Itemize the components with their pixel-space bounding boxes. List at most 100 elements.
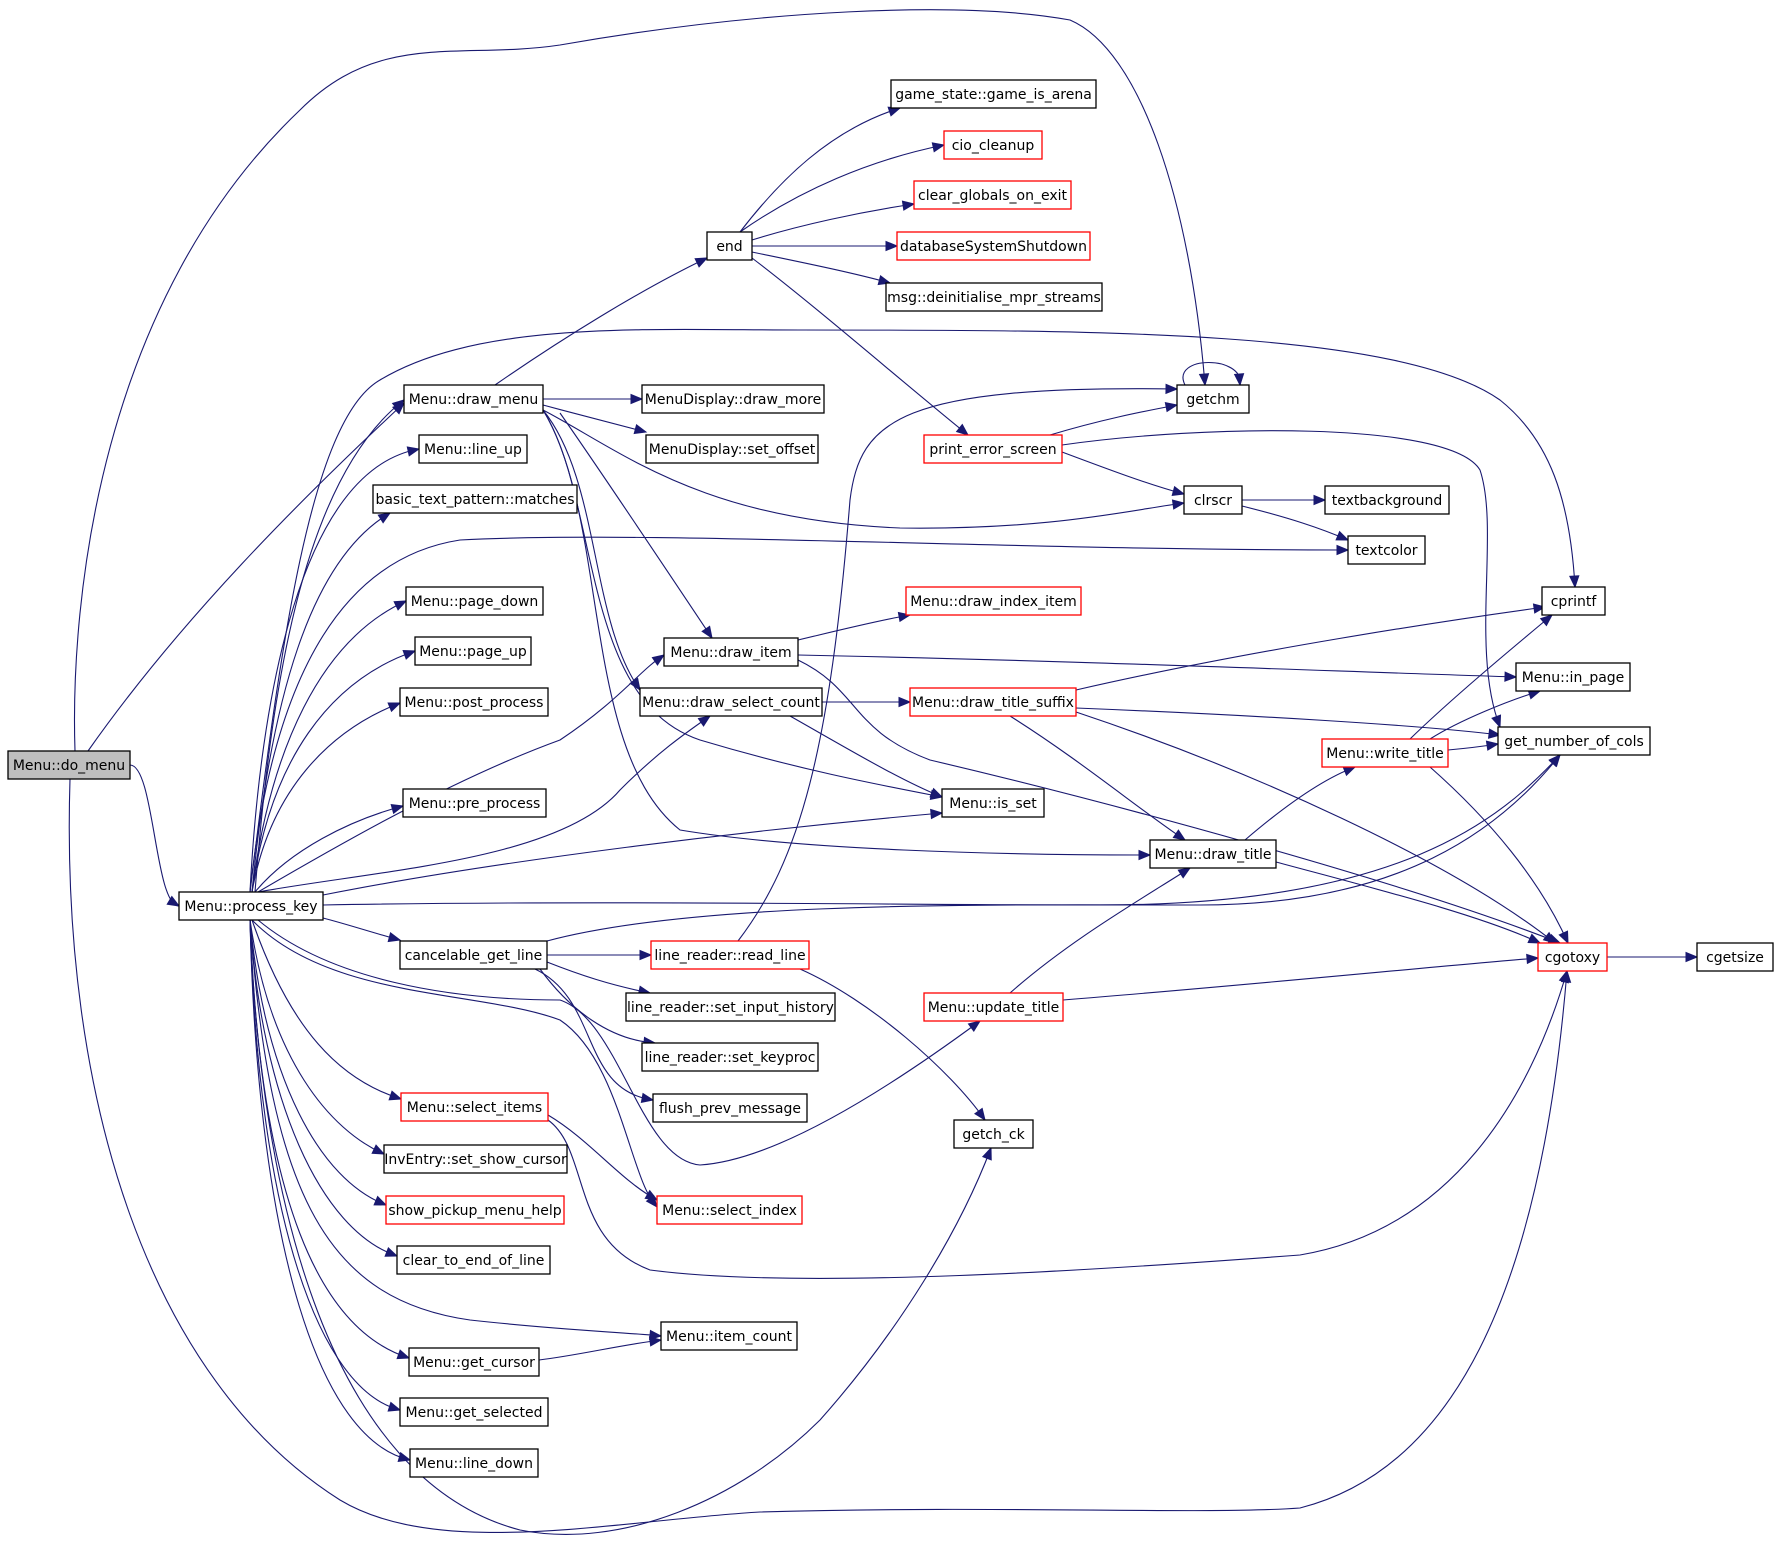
node-box[interactable] [1183,485,1243,515]
node-box[interactable] [385,1195,565,1225]
node-read-line[interactable]: line_reader::read_line [650,940,810,970]
node-process-key[interactable]: Menu::process_key [178,891,324,921]
node-box[interactable] [639,687,823,717]
node-clear-globals-on-exit[interactable]: clear_globals_on_exit [913,180,1072,210]
node-box[interactable] [1149,839,1277,869]
node-write-title[interactable]: Menu::write_title [1321,738,1449,768]
node-box[interactable] [890,79,1097,109]
node-box[interactable] [408,1347,540,1377]
node-box[interactable] [414,636,532,666]
node-box[interactable] [953,1119,1034,1149]
node-box[interactable] [641,384,825,414]
node-box[interactable] [656,1195,803,1225]
node-box[interactable] [399,687,549,717]
node-clrscr[interactable]: clrscr [1183,485,1243,515]
node-get-cursor[interactable]: Menu::get_cursor [408,1347,540,1377]
node-box[interactable] [885,282,1103,312]
node-box[interactable] [178,891,324,921]
node-box[interactable] [383,1144,568,1174]
node-box[interactable] [913,180,1072,210]
node-game-is-arena[interactable]: game_state::game_is_arena [890,79,1097,109]
node-get-number-of-cols[interactable]: get_number_of_cols [1497,726,1651,756]
node-end[interactable]: end [706,231,753,261]
node-in-page[interactable]: Menu::in_page [1515,662,1631,692]
node-box[interactable] [650,940,810,970]
node-box[interactable] [399,1397,549,1427]
node-box[interactable] [896,231,1091,261]
node-getchm[interactable]: getchm [1176,384,1250,414]
node-post-process[interactable]: Menu::post_process [399,687,549,717]
node-box[interactable] [372,484,578,514]
node-box[interactable] [396,1245,551,1275]
node-select-index[interactable]: Menu::select_index [656,1195,803,1225]
node-set-offset[interactable]: MenuDisplay::set_offset [645,434,819,464]
node-get-selected[interactable]: Menu::get_selected [399,1397,549,1427]
node-box[interactable] [652,1093,808,1123]
node-box[interactable] [1176,384,1250,414]
node-do-menu[interactable]: Menu::do_menu [7,750,131,780]
node-box[interactable] [663,637,799,667]
node-box[interactable] [625,992,836,1022]
node-box[interactable] [7,750,131,780]
node-cgotoxy[interactable]: cgotoxy [1537,942,1608,972]
node-draw-select-count[interactable]: Menu::draw_select_count [639,687,823,717]
node-print-error-screen[interactable]: print_error_screen [923,434,1063,464]
node-cgetsize[interactable]: cgetsize [1696,942,1774,972]
node-box[interactable] [645,434,819,464]
node-draw-more[interactable]: MenuDisplay::draw_more [641,384,825,414]
node-box[interactable] [660,1321,798,1351]
node-box[interactable] [941,788,1045,818]
node-box[interactable] [909,687,1077,717]
node-is-set[interactable]: Menu::is_set [941,788,1045,818]
node-box[interactable] [706,231,753,261]
node-set-show-cursor[interactable]: InvEntry::set_show_cursor [383,1144,568,1174]
node-textbackground[interactable]: textbackground [1324,485,1450,515]
node-matches[interactable]: basic_text_pattern::matches [372,484,578,514]
node-draw-item[interactable]: Menu::draw_item [663,637,799,667]
node-box[interactable] [405,586,544,616]
node-box[interactable] [905,586,1082,616]
node-box[interactable] [1321,738,1449,768]
node-draw-title-suffix[interactable]: Menu::draw_title_suffix [909,687,1077,717]
node-draw-title[interactable]: Menu::draw_title [1149,839,1277,869]
node-box[interactable] [1324,485,1450,515]
node-databaseSystemShutdown[interactable]: databaseSystemShutdown [896,231,1091,261]
node-cprintf[interactable]: cprintf [1541,586,1606,616]
node-box[interactable] [418,434,528,464]
node-box[interactable] [403,384,544,414]
node-select-items[interactable]: Menu::select_items [400,1092,549,1122]
node-getch-ck[interactable]: getch_ck [953,1119,1034,1149]
node-cancelable-get-line[interactable]: cancelable_get_line [399,940,548,970]
node-box[interactable] [1347,535,1426,565]
node-deinitialise[interactable]: msg::deinitialise_mpr_streams [885,282,1103,312]
node-box[interactable] [1696,942,1774,972]
node-box[interactable] [402,788,547,818]
node-set-keyproc[interactable]: line_reader::set_keyproc [641,1042,819,1072]
node-update-title[interactable]: Menu::update_title [923,992,1064,1022]
node-box[interactable] [943,130,1043,160]
node-box[interactable] [1497,726,1651,756]
node-box[interactable] [399,940,548,970]
node-box[interactable] [1541,586,1606,616]
node-box[interactable] [1515,662,1631,692]
node-textcolor[interactable]: textcolor [1347,535,1426,565]
node-pre-process[interactable]: Menu::pre_process [402,788,547,818]
node-box[interactable] [1537,942,1608,972]
node-box[interactable] [923,434,1063,464]
node-line-down[interactable]: Menu::line_down [409,1448,539,1478]
node-cio-cleanup[interactable]: cio_cleanup [943,130,1043,160]
node-line-up[interactable]: Menu::line_up [418,434,528,464]
node-page-down[interactable]: Menu::page_down [405,586,544,616]
node-clear-to-end-of-line[interactable]: clear_to_end_of_line [396,1245,551,1275]
node-draw-menu[interactable]: Menu::draw_menu [403,384,544,414]
node-set-input-history[interactable]: line_reader::set_input_history [625,992,836,1022]
node-item-count[interactable]: Menu::item_count [660,1321,798,1351]
node-show-pickup-menu-help[interactable]: show_pickup_menu_help [385,1195,565,1225]
node-box[interactable] [641,1042,819,1072]
node-page-up[interactable]: Menu::page_up [414,636,532,666]
node-flush-prev-message[interactable]: flush_prev_message [652,1093,808,1123]
node-draw-index-item[interactable]: Menu::draw_index_item [905,586,1082,616]
node-box[interactable] [923,992,1064,1022]
node-box[interactable] [400,1092,549,1122]
node-box[interactable] [409,1448,539,1478]
